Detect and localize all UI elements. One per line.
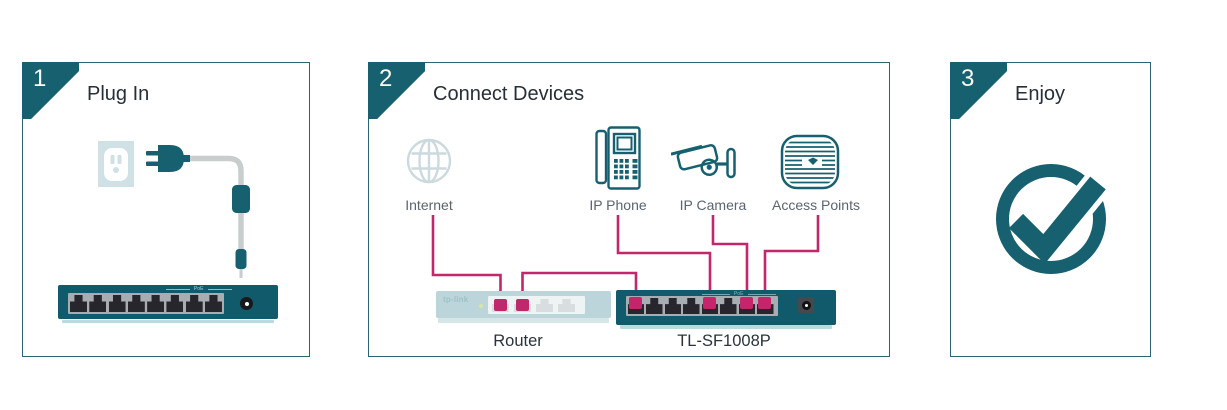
router-name: Router xyxy=(493,332,543,350)
ethernet-port xyxy=(204,295,222,312)
ethernet-port xyxy=(89,295,107,312)
power-outlet-icon xyxy=(98,141,134,187)
rj45-plug xyxy=(740,297,753,309)
device-label: IP Camera xyxy=(679,197,747,213)
step-badge: 2 xyxy=(368,62,425,119)
ethernet-port xyxy=(558,299,575,312)
rj45-plug xyxy=(758,297,771,309)
ethernet-port xyxy=(664,298,681,314)
ethernet-port xyxy=(683,298,700,314)
ethernet-port xyxy=(720,298,737,314)
step-number: 2 xyxy=(379,65,393,92)
rj45-plug xyxy=(494,299,507,311)
ethernet-port xyxy=(185,295,203,312)
dc-connector-icon xyxy=(235,249,247,278)
device-label: IP Phone xyxy=(589,197,647,213)
rj45-plug xyxy=(703,297,716,309)
power-cord-illustration xyxy=(98,141,250,278)
ethernet-port xyxy=(147,295,165,312)
device-label: Internet xyxy=(405,197,453,213)
step-badge: 3 xyxy=(950,62,1007,119)
ethernet-port xyxy=(108,295,126,312)
ethernet-port xyxy=(646,298,663,314)
switch-shadow xyxy=(620,325,832,329)
power-cable xyxy=(183,155,244,267)
switch-rear-device: PoE xyxy=(58,285,278,319)
poe-label: PoE xyxy=(166,286,232,292)
ethernet-port xyxy=(127,295,145,312)
port-strip xyxy=(626,296,778,316)
ethernet-port xyxy=(536,299,553,312)
power-plug-icon xyxy=(146,145,190,172)
ip-phone-icon xyxy=(595,126,641,190)
step-title: Plug In xyxy=(87,83,150,105)
switch-model-name: TL-SF1008P xyxy=(677,332,771,350)
check-circle-icon xyxy=(996,164,1111,274)
router-device: tp-link xyxy=(436,291,611,318)
step-title: Enjoy xyxy=(1015,83,1066,105)
poe-switch-device: PoE xyxy=(616,290,836,325)
rj45-plug xyxy=(629,297,642,309)
step-number: 1 xyxy=(33,65,47,92)
port-strip xyxy=(68,293,224,314)
access-point-icon xyxy=(780,134,840,190)
power-adapter-icon xyxy=(232,185,250,213)
step-panel-plug-in: 1 Plug In xyxy=(22,62,310,357)
poe-label: PoE xyxy=(702,291,776,297)
ip-camera-icon xyxy=(671,144,736,179)
rj45-plug xyxy=(516,299,529,311)
dc-power-port xyxy=(798,297,814,313)
switch-shadow xyxy=(62,320,274,323)
router-shadow xyxy=(438,318,609,323)
step-panel-connect-devices: 2 Connect Devices Internet xyxy=(368,62,890,357)
step-title: Connect Devices xyxy=(433,83,585,105)
step-number: 3 xyxy=(961,65,975,92)
ethernet-port xyxy=(166,295,184,312)
device-label: Access Points xyxy=(772,197,860,213)
ethernet-port xyxy=(70,295,87,312)
led-indicator xyxy=(479,304,483,308)
dc-power-port xyxy=(240,297,253,310)
globe-icon xyxy=(406,138,452,184)
step-panel-enjoy: 3 Enjoy xyxy=(950,62,1151,357)
ap-logo-mark xyxy=(808,157,818,165)
router-logo: tp-link xyxy=(443,295,469,304)
